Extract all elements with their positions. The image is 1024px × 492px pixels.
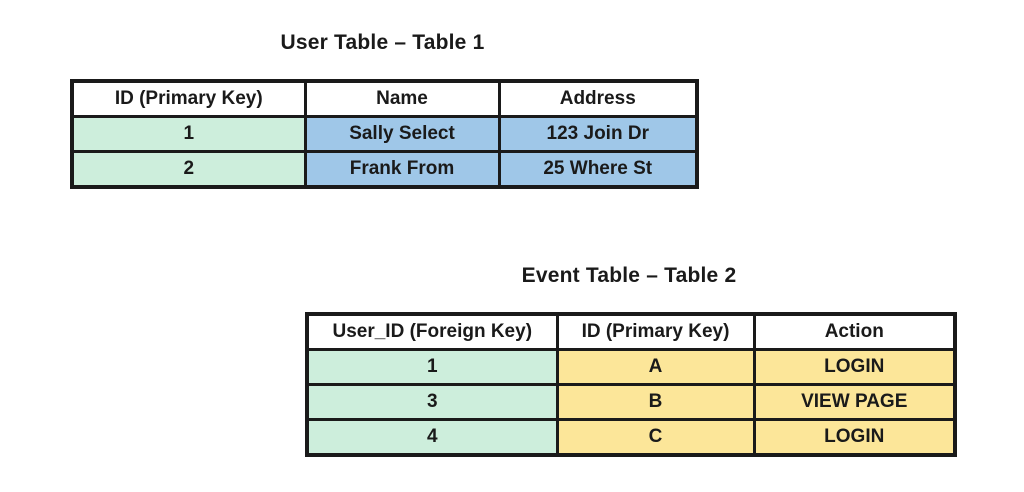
- event-id-cell: B: [555, 383, 756, 421]
- user-name-cell: Frank From: [303, 150, 501, 189]
- user-id-cell: 1: [70, 115, 307, 153]
- event-user-id-cell: 3: [305, 383, 559, 421]
- event-table-section: Event Table – Table 2 User_ID (Foreign K…: [305, 263, 957, 457]
- event-action-cell: LOGIN: [752, 348, 957, 386]
- user-table-header-row: ID (Primary Key) Name Address: [70, 79, 699, 118]
- user-id-cell: 2: [70, 150, 307, 189]
- user-table-header-id: ID (Primary Key): [70, 79, 307, 118]
- table-row: 1 A LOGIN: [305, 348, 957, 386]
- event-user-id-cell: 4: [305, 418, 559, 457]
- event-action-cell: LOGIN: [752, 418, 957, 457]
- table-row: 4 C LOGIN: [305, 418, 957, 457]
- event-id-cell: A: [555, 348, 756, 386]
- user-name-cell: Sally Select: [303, 115, 501, 153]
- event-table-header-user-id: User_ID (Foreign Key): [305, 312, 559, 351]
- table-row: 3 B VIEW PAGE: [305, 383, 957, 421]
- user-table-header-address: Address: [497, 79, 699, 118]
- event-user-id-cell: 1: [305, 348, 559, 386]
- event-action-cell: VIEW PAGE: [752, 383, 957, 421]
- event-table-title: Event Table – Table 2: [521, 264, 737, 287]
- event-table: User_ID (Foreign Key) ID (Primary Key) A…: [305, 312, 957, 457]
- user-address-cell: 123 Join Dr: [497, 115, 699, 153]
- user-address-cell: 25 Where St: [497, 150, 699, 189]
- event-table-header-action: Action: [752, 312, 957, 351]
- event-table-header-id: ID (Primary Key): [555, 312, 756, 351]
- user-table-title: User Table – Table 1: [280, 31, 485, 54]
- table-row: 1 Sally Select 123 Join Dr: [70, 115, 699, 153]
- user-table: ID (Primary Key) Name Address 1 Sally Se…: [70, 79, 699, 189]
- user-table-section: User Table – Table 1 ID (Primary Key) Na…: [70, 30, 699, 189]
- event-table-header-row: User_ID (Foreign Key) ID (Primary Key) A…: [305, 312, 957, 351]
- user-table-header-name: Name: [303, 79, 501, 118]
- event-id-cell: C: [555, 418, 756, 457]
- table-row: 2 Frank From 25 Where St: [70, 150, 699, 189]
